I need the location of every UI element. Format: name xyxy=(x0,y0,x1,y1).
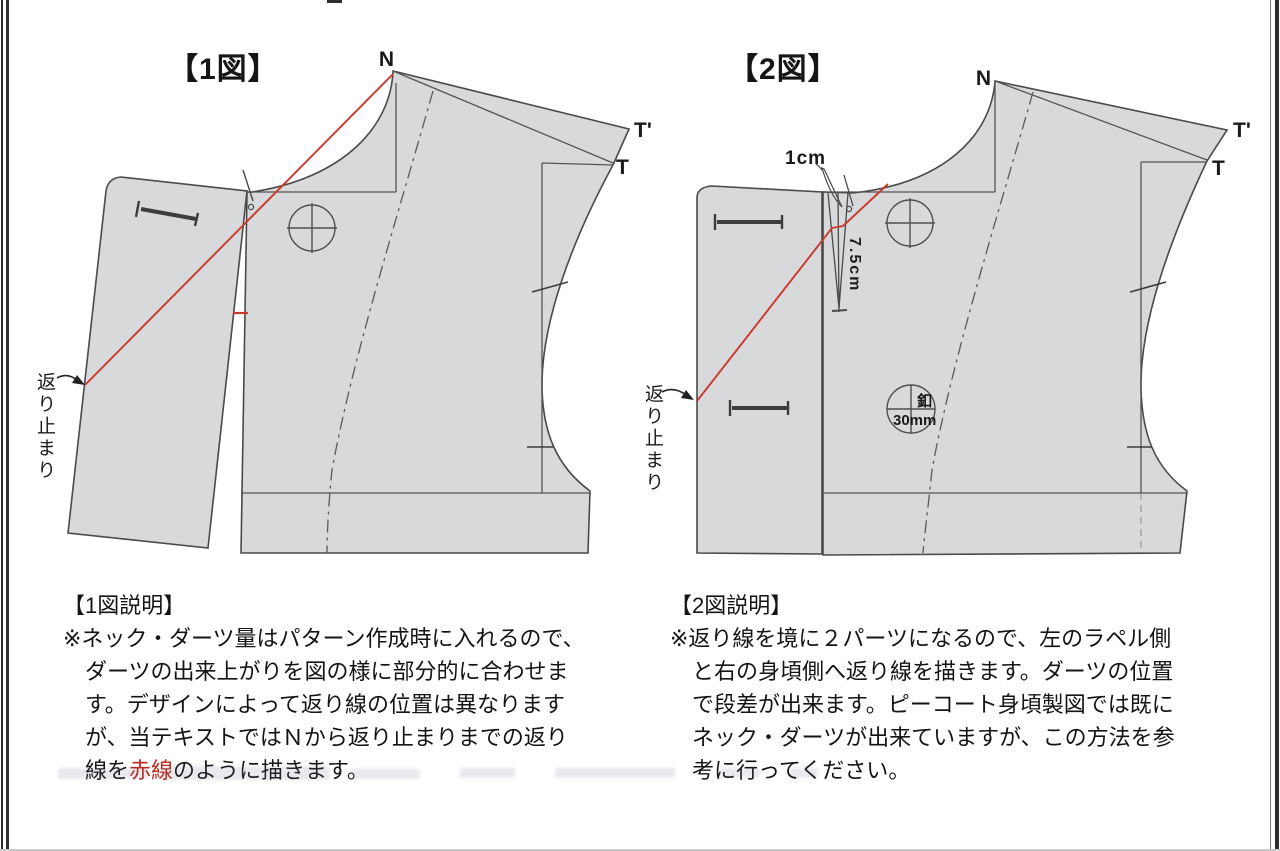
fig2-kaeridomari-label: 返り止まり xyxy=(642,384,663,494)
fig2-kaeri-red-line xyxy=(696,183,889,402)
fig1-junction-notch xyxy=(242,169,255,211)
fig2-neck-dart xyxy=(827,192,849,313)
fig1-construction-lines xyxy=(242,70,614,494)
page-bleed-artifact xyxy=(460,768,515,778)
caption2-line-5: 考に行ってください。 xyxy=(692,758,911,783)
fig1-circle-cross-marker xyxy=(287,203,337,253)
page-bleed-artifact xyxy=(160,766,330,780)
caption2-line-3: で段差が出来ます。ピーコート身頃製図では既に xyxy=(692,692,1174,717)
caption1-line-1: ※ネック・ダーツ量はパターン作成時に入れるので、 xyxy=(63,626,585,651)
caption2-line-1: ※返り線を境に２パーツになるので、左のラペル側 xyxy=(670,626,1172,651)
fig1-kaeridomari-label: 返り止まり xyxy=(34,372,55,482)
fig2-construction-lines xyxy=(823,80,1208,550)
caption2-line-4: ネック・ダーツが出来ていますが、この方法を参 xyxy=(692,725,1175,750)
caption1-red-word: 赤線 xyxy=(129,758,174,783)
figure2-caption: 【2図説明】 ※返り線を境に２パーツになるので、左のラペル側 と右の身頃側へ返り… xyxy=(670,589,1230,787)
caption1-line5-pre: 線を xyxy=(85,758,130,783)
right-border-inner xyxy=(1270,0,1271,851)
caption1-heading: 【1図説明】 xyxy=(63,593,186,618)
caption1-line5-post: のように描きます。 xyxy=(173,758,369,783)
caption2-line-2: と右の身頃側へ返り線を描きます。ダーツの位置 xyxy=(692,659,1174,684)
fig2-1cm-sliver xyxy=(815,163,854,213)
fig1-bodice-piece xyxy=(240,69,631,554)
fig2-button-size: 30mm xyxy=(893,412,936,429)
caption1-line-3: す。デザインによって返り線の位置は異なります xyxy=(85,692,566,717)
fig2-button-kanji: 釦 xyxy=(917,392,932,410)
top-edge-tick xyxy=(327,0,342,3)
caption1-line-2: ダーツの出来上がりを図の様に部分的に合わせま xyxy=(85,659,569,684)
right-border-outer xyxy=(1275,0,1279,851)
page-bleed-artifact xyxy=(555,768,675,778)
figure2-title: 【2図】 xyxy=(728,53,839,86)
fig1-label-T: T xyxy=(616,156,629,179)
figure2-diagram: 釦 30mm xyxy=(661,67,1251,556)
fig1-kaeri-red-line xyxy=(84,73,394,386)
page-bleed-artifact xyxy=(790,768,818,778)
page-bleed-artifact xyxy=(720,768,760,778)
fig1-kaeridomari-arrow xyxy=(56,374,85,385)
fig2-label-1cm: 1cm xyxy=(785,148,826,169)
fig1-roll-dashdot-line xyxy=(326,90,434,554)
fig2-buttonhole-marks xyxy=(713,214,790,416)
fig1-side-notches xyxy=(527,281,569,448)
pattern-diagrams: N T' T 釦 xyxy=(56,48,1251,556)
fig1-label-T-prime: T' xyxy=(634,119,652,142)
figure1-title: 【1図】 xyxy=(168,53,279,86)
fig2-circle-cross-marker xyxy=(885,198,935,248)
fig2-bodice-piece xyxy=(822,80,1229,556)
fig2-kaeridomari-arrow xyxy=(661,388,694,400)
fig1-buttonhole-mark xyxy=(134,200,200,227)
fig1-label-N: N xyxy=(379,48,394,71)
caption1-line-4: が、当テキストではＮから返り止まりまでの返り xyxy=(85,725,568,750)
fig2-roll-dashdot-line xyxy=(922,91,1034,554)
left-border-inner xyxy=(6,0,9,851)
bottom-page-edge xyxy=(0,849,1280,851)
caption1-line-5: 線を赤線のように描きます。 xyxy=(63,754,623,787)
figure1-caption: 【1図説明】 ※ネック・ダーツ量はパターン作成時に入れるので、 ダーツの出来上が… xyxy=(63,589,623,787)
page-bleed-artifact xyxy=(58,768,148,779)
left-border-outer xyxy=(1,0,3,851)
fig2-label-T-prime: T' xyxy=(1233,119,1251,142)
fig2-label-T: T xyxy=(1212,157,1225,180)
fig1-lapel-piece xyxy=(67,176,248,549)
fig2-side-notches xyxy=(1127,281,1167,448)
fig2-dart-depth-label: 7.5cm xyxy=(846,237,863,293)
fig2-label-N: N xyxy=(976,67,991,90)
fig2-lapel-piece xyxy=(696,185,823,555)
page-bleed-artifact xyxy=(350,769,420,779)
fig2-button-marker: 釦 30mm xyxy=(886,384,936,434)
figure1-diagram: N T' T xyxy=(56,48,652,554)
caption2-heading: 【2図説明】 xyxy=(670,593,793,618)
